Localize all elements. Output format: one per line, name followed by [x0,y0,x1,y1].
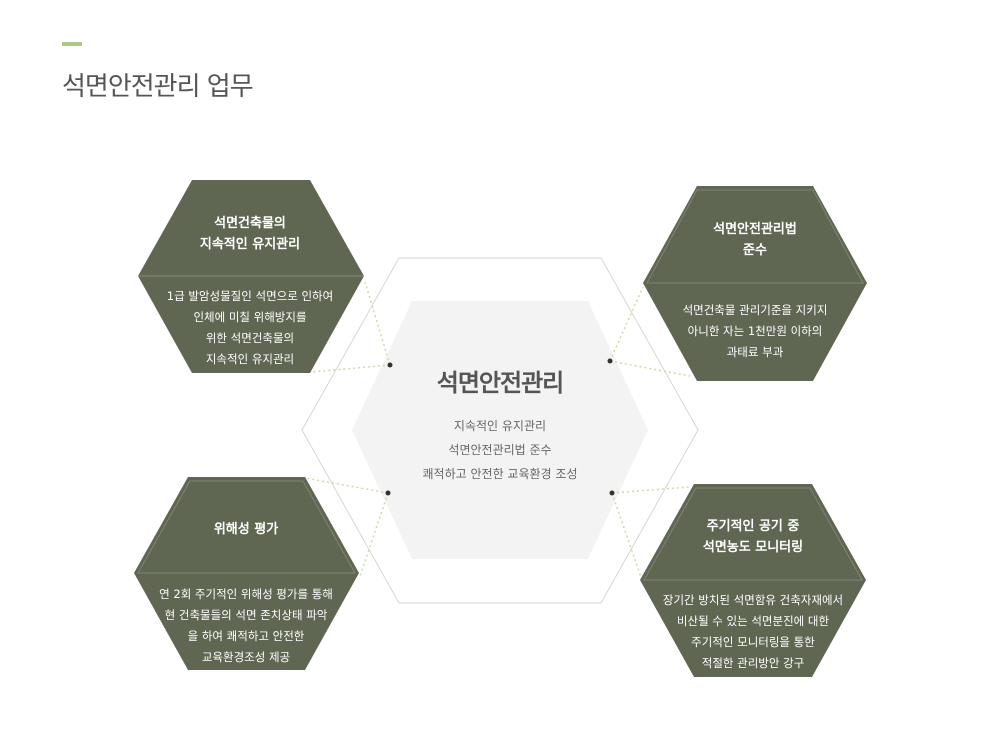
title-accent-bar [62,42,82,46]
connector-dot [385,490,391,496]
connector-line [359,492,389,577]
connector-dot [609,490,615,496]
outer-hexagon-outline [301,257,699,604]
page-title: 석면안전관리 업무 [62,72,254,102]
node-desc-2: 석면건축물 관리기준을 지키지 아니한 자는 1천만원 이하의 과태료 부과 [682,303,828,359]
center-line: 지속적인 유지관리 [453,419,547,433]
center-title: 석면안전관리 [436,369,564,397]
center-line: 석면안전관리법 준수 [448,443,552,457]
connector-line [364,281,391,366]
connectors [304,281,691,581]
connector-line [311,364,391,373]
node-desc-4: 장기간 방치된 석면함유 건축자재에서 비산될 수 있는 석면분진에 대한 주기… [662,593,844,670]
node-hexagon-1 [138,180,364,373]
node-desc-3: 연 2회 주기적인 위해성 평가를 통해 현 건축물들의 석면 존치상태 파악 … [159,587,333,664]
center-lines: 지속적인 유지관리 석면안전관리법 준수 쾌적하고 안전한 교육환경 조성 [380,414,620,486]
connector-line [609,286,644,362]
connector-dots [385,358,615,496]
node-hexagon-3 [134,477,359,670]
node-title-3: 위해성 평가 [213,522,279,537]
node-title-2: 석면안전관리법 준수 [713,222,797,258]
connector-dot [607,358,613,364]
node-title-4: 주기적인 공기 중 석면농도 모니터링 [702,519,804,555]
node-desc-1: 1급 발암성물질인 석면으로 인하여 인체에 미칠 위해방지를 위한 석면건축물… [166,289,334,366]
node-title-1: 석면건축물의 지속적인 유지관리 [199,216,301,252]
center-hexagon [352,301,648,559]
connector-line [609,360,691,377]
node-hexagon-2 [643,186,867,381]
connector-line [611,486,691,494]
connector-line [611,492,643,581]
center-line: 쾌적하고 안전한 교육환경 조성 [422,467,578,481]
node-hexagon-4 [640,484,866,677]
connector-dot [387,362,393,368]
connector-line [304,477,389,494]
